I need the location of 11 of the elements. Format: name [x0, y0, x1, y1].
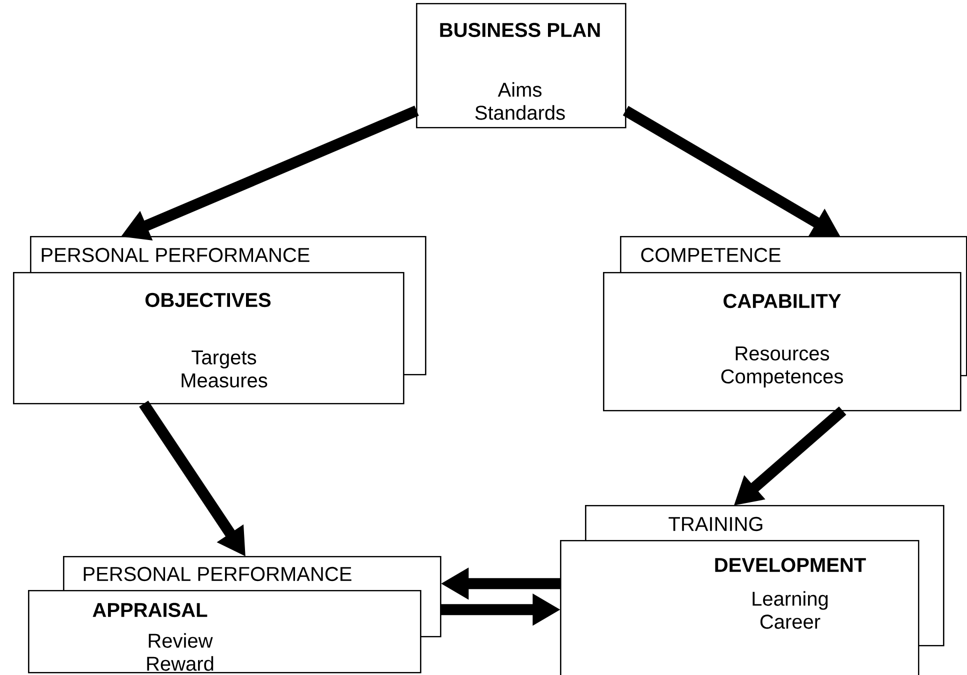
stacked-cards: TRAINING DEVELOPMENT Learning Career	[560, 505, 944, 675]
node-label: PERSONAL PERFORMANCE	[84, 566, 352, 582]
stacked-cards: PERSONAL PERFORMANCE OBJECTIVES Targets Measures	[13, 236, 426, 404]
stacked-cards: COMPETENCE CAPABILITY Resources Competences	[603, 236, 967, 412]
node-label: TRAINING	[668, 516, 762, 532]
node-label: Measures	[182, 374, 268, 388]
stacked-cards: PERSONAL PERFORMANCE APPRAISAL Review Reward	[28, 556, 442, 674]
node-label: DEVELOPMENT	[715, 558, 866, 572]
process-box: BUSINESS PLAN Aims Standards	[416, 3, 626, 128]
node-label: Learning Career	[752, 591, 828, 629]
node-label: COMPETENCE	[641, 248, 780, 262]
